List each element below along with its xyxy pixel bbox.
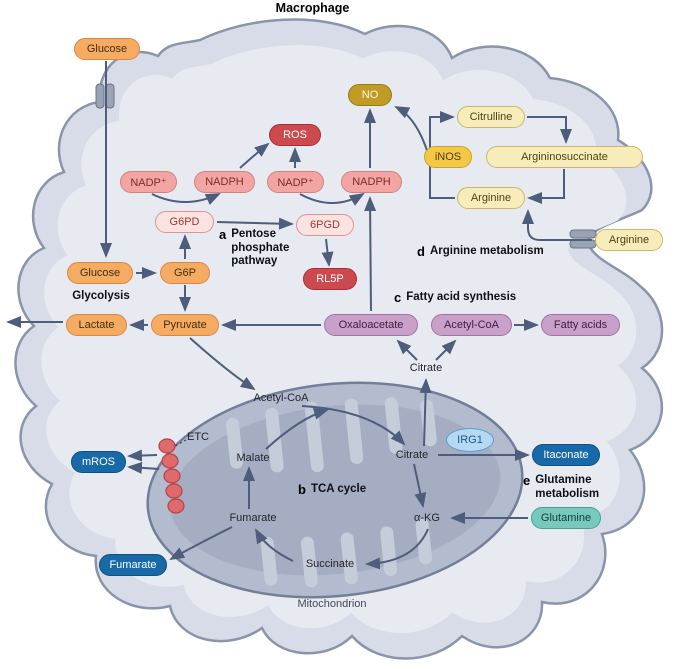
section-c-fatty-acid-synthesis: c Fatty acid synthesis bbox=[394, 291, 516, 305]
node-fumarate-mito: Fumarate bbox=[229, 512, 277, 524]
section-b-tca-cycle: b TCA cycle bbox=[298, 483, 366, 497]
arrow-citrulline-to-argininosuccinate bbox=[527, 116, 572, 144]
node-rl5p: RL5P bbox=[303, 268, 357, 290]
section-d-text: Arginine metabolism bbox=[429, 245, 544, 257]
node-argininosuccinate: Argininosuccinate bbox=[486, 146, 643, 168]
arginine-transporter-icon bbox=[569, 229, 597, 249]
glucose-transporter-icon bbox=[95, 83, 115, 109]
node-nadph-1: NADPH bbox=[194, 171, 255, 193]
arrow-etc-to-mros-2 bbox=[127, 461, 160, 474]
node-fumarate-exported: Fumarate bbox=[99, 554, 167, 576]
section-d-arginine-metabolism: d Arginine metabolism bbox=[417, 245, 544, 259]
section-e-text: Glutamine metabolism bbox=[535, 474, 600, 500]
arrow-arginine-import bbox=[522, 209, 592, 241]
section-d-letter: d bbox=[417, 244, 425, 259]
node-itaconate: Itaconate bbox=[532, 444, 600, 466]
node-glucose-extracellular: Glucose bbox=[74, 38, 140, 60]
node-glutamine: Glutamine bbox=[531, 507, 601, 529]
arrow-fumarate-export bbox=[169, 526, 233, 560]
arrow-akg-to-succinate bbox=[365, 528, 429, 570]
mitochondrion-label: Mitochondrion bbox=[297, 598, 367, 610]
node-oxaloacetate: Oxaloacetate bbox=[324, 314, 418, 336]
node-pyruvate: Pyruvate bbox=[151, 314, 219, 336]
node-lactate: Lactate bbox=[66, 314, 127, 336]
arrow-acetylcoa-to-citrate-tca bbox=[301, 405, 406, 446]
arrow-citrate-to-oxaloacetate bbox=[396, 339, 418, 361]
node-acetyl-coa-cytosol: Acetyl-CoA bbox=[431, 314, 512, 336]
section-e-letter: e bbox=[523, 473, 531, 488]
node-citrate-mito: Citrate bbox=[395, 449, 429, 461]
section-a-pentose-phosphate: a Pentose phosphate pathway bbox=[219, 228, 289, 269]
node-6pgd-enzyme: 6PGD bbox=[296, 214, 354, 236]
node-alpha-kg: α-KG bbox=[414, 512, 440, 524]
node-glucose-intracellular: Glucose bbox=[67, 262, 133, 284]
node-nadp-2: NADP⁺ bbox=[267, 171, 324, 193]
arrow-citrate-to-acetylcoa bbox=[435, 339, 457, 361]
node-inos-enzyme: iNOS bbox=[424, 146, 472, 168]
arrow-6pgd-to-rl5p bbox=[321, 238, 334, 267]
section-b-text: TCA cycle bbox=[310, 483, 367, 495]
node-acetyl-coa-mito: Acetyl-CoA bbox=[253, 392, 309, 404]
section-c-letter: c bbox=[394, 290, 402, 305]
glycolysis-label: Glycolysis bbox=[72, 290, 130, 302]
arrow-g6pd-to-6pgd bbox=[216, 217, 294, 230]
node-arginine-intracellular: Arginine bbox=[457, 187, 525, 209]
node-ros: ROS bbox=[269, 124, 321, 146]
section-c-text: Fatty acid synthesis bbox=[406, 291, 517, 303]
arrow-etc-to-mros-1 bbox=[127, 449, 158, 462]
node-fatty-acids: Fatty acids bbox=[541, 314, 620, 336]
section-a-text: Pentose phosphate pathway bbox=[231, 228, 290, 267]
arrow-nadph-to-ros bbox=[239, 142, 270, 169]
node-irg1-enzyme: IRG1 bbox=[446, 428, 494, 452]
section-a-letter: a bbox=[219, 227, 227, 242]
node-nadph-2: NADPH bbox=[341, 171, 402, 193]
section-e-glutamine-metabolism: e Glutamine metabolism bbox=[523, 474, 599, 501]
node-mros: mROS bbox=[71, 451, 126, 473]
arrow-nadp-to-nadph-g6pd bbox=[151, 193, 221, 205]
arrow-citrate-mito-to-cyto bbox=[419, 378, 432, 447]
node-g6pd-enzyme: G6PD bbox=[155, 211, 214, 233]
node-g6p: G6P bbox=[160, 262, 210, 284]
arrow-succinate-to-fumarate bbox=[255, 528, 294, 562]
arrow-nadp-to-nadph-6pgd bbox=[299, 192, 365, 206]
arrow-oxaloacetate-to-nadph bbox=[364, 196, 377, 312]
etc-complexes-icon bbox=[158, 438, 185, 514]
arrow-citrate-to-akg bbox=[413, 463, 427, 508]
node-citrate-cytosol: Citrate bbox=[409, 362, 443, 374]
section-b-letter: b bbox=[298, 482, 306, 497]
node-nadp-1: NADP⁺ bbox=[120, 171, 177, 193]
node-arginine-extracellular: Arginine bbox=[595, 229, 663, 251]
diagram-title: Macrophage bbox=[275, 1, 350, 15]
node-malate: Malate bbox=[236, 452, 270, 464]
node-succinate: Succinate bbox=[305, 558, 355, 570]
arrow-malate-tca-loop bbox=[265, 407, 329, 450]
etc-label: ETC bbox=[187, 431, 209, 443]
arrow-pyruvate-to-acetylcoa-mito bbox=[189, 337, 256, 391]
arrow-argininosuccinate-to-arginine bbox=[527, 169, 565, 204]
node-no: NO bbox=[348, 84, 392, 106]
node-citrulline: Citrulline bbox=[457, 106, 525, 128]
